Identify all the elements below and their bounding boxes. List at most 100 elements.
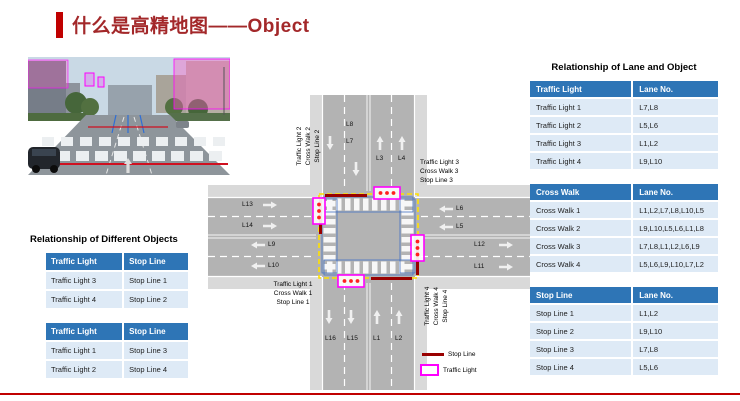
legend-stop-line: Stop Line — [422, 351, 475, 358]
building-highlight-overlay — [28, 59, 69, 89]
table-row: Traffic Light 3 Stop Line 1 — [46, 272, 188, 289]
annotation-group-4: Traffic Light 4 Cross Walk 4 Stop Line 4 — [424, 277, 450, 335]
lane-object-panel: Relationship of Lane and Object Traffic … — [528, 62, 720, 388]
table-row: Cross Walk 1 L1,L2,L7,L8,L10,L5 — [530, 202, 718, 218]
title-bar: 什么是高精地图——Object — [56, 11, 310, 38]
annotation-line: Stop Line 2 — [313, 129, 321, 163]
annotation-group-1: Traffic Light 1 Cross Walk 1 Stop Line 1 — [264, 281, 322, 307]
table-cell: Cross Walk 4 — [530, 256, 632, 272]
tree — [81, 98, 99, 116]
lane-label-l9: L9 — [268, 241, 276, 248]
table-header-cell: Traffic Light — [46, 253, 123, 270]
table-row: Traffic Light 4 Stop Line 2 — [46, 291, 188, 308]
table-header-row: Traffic Light Stop Line — [46, 323, 188, 340]
crosswalk-west — [323, 201, 336, 270]
table-cell: Traffic Light 1 — [530, 99, 632, 115]
lane-label-l15: L15 — [347, 335, 358, 342]
table-header-cell: Lane No. — [633, 287, 718, 303]
table-cell: L1,L2,L7,L8,L10,L5 — [633, 202, 718, 218]
table-cell: Stop Line 3 — [530, 341, 632, 357]
sidewalks — [208, 95, 530, 390]
intersection-diagram: L13 L14 L9 L10 L6 L5 L12 L11 L8 L7 L3 L4… — [208, 95, 530, 390]
traffic-light-stop-line-table-2: Traffic Light Stop Line Traffic Light 1 … — [44, 321, 190, 380]
table-row: Stop Line 2 L9,L10 — [530, 323, 718, 339]
lane-label-l1: L1 — [373, 335, 381, 342]
annotation-group-3: Traffic Light 3 Cross Walk 3 Stop Line 3 — [420, 159, 459, 185]
lane-label-l4: L4 — [398, 155, 406, 162]
lane-label-l11: L11 — [474, 263, 485, 270]
crosswalk-north — [327, 198, 405, 211]
annotation-line: Stop Line 1 — [276, 298, 310, 306]
annotation-line: Cross Walk 3 — [420, 167, 459, 175]
table-row: Cross Walk 3 L7,L8,L1,L2,L6,L9 — [530, 238, 718, 254]
table-cell: Stop Line 1 — [530, 305, 632, 321]
crosswalk-south — [327, 261, 405, 274]
table-header-cell: Stop Line — [124, 253, 188, 270]
crosswalk-east — [401, 201, 414, 270]
lane-label-l14: L14 — [242, 222, 253, 229]
table-cell: L1,L2 — [633, 135, 718, 151]
table-header-cell: Traffic Light — [46, 323, 123, 340]
cross-walk-lane-table: Cross Walk Lane No. Cross Walk 1 L1,L2,L… — [528, 182, 720, 274]
table-row: Traffic Light 3 L1,L2 — [530, 135, 718, 151]
table-cell: Traffic Light 4 — [530, 153, 632, 169]
table-row: Cross Walk 4 L5,L6,L9,L10,L7,L2 — [530, 256, 718, 272]
traffic-light-stop-line-table-1: Traffic Light Stop Line Traffic Light 3 … — [44, 251, 190, 310]
center-lines — [208, 95, 530, 390]
left-panel-title: Relationship of Different Objects — [30, 234, 178, 245]
table-cell: L9,L10 — [633, 323, 718, 339]
left-verge — [28, 113, 86, 121]
traffic-light-swatch — [420, 364, 439, 376]
street-photo — [28, 57, 230, 175]
table-cell: Traffic Light 3 — [46, 272, 123, 289]
traffic-light-3 — [373, 186, 401, 200]
distant-building — [108, 85, 152, 117]
traffic-light-4 — [410, 234, 425, 262]
table-cell: Cross Walk 3 — [530, 238, 632, 254]
table-header-cell: Lane No. — [633, 81, 718, 97]
table-cell: Stop Line 2 — [124, 291, 188, 308]
table-cell: L1,L2 — [633, 305, 718, 321]
legend-traffic-light: Traffic Light — [420, 364, 477, 376]
annotation-line: Traffic Light 4 — [423, 286, 431, 326]
table-cell: Traffic Light 1 — [46, 342, 123, 359]
annotation-line: Stop Line 4 — [441, 289, 449, 323]
car — [28, 147, 60, 173]
lane-label-l5: L5 — [456, 223, 464, 230]
different-objects-panel: Relationship of Different Objects Traffi… — [30, 234, 192, 391]
lane-label-l16: L16 — [325, 335, 336, 342]
lane-label-l10: L10 — [268, 262, 279, 269]
traffic-light-lane-table: Traffic Light Lane No. Traffic Light 1 L… — [528, 79, 720, 171]
table-cell: Stop Line 2 — [530, 323, 632, 339]
table-row: Stop Line 4 L5,L6 — [530, 359, 718, 375]
table-cell: L5,L6 — [633, 359, 718, 375]
stop-line-swatch — [422, 353, 444, 356]
table-row: Cross Walk 2 L9,L10,L5,L6,L1,L8 — [530, 220, 718, 236]
annotation-line: Stop Line 3 — [420, 176, 453, 184]
road-edges — [208, 95, 530, 390]
table-row: Traffic Light 4 L9,L10 — [530, 153, 718, 169]
road-arrow — [124, 158, 132, 173]
lane-label-l12: L12 — [474, 241, 485, 248]
table-cell: Stop Line 4 — [530, 359, 632, 375]
table-header-cell: Lane No. — [633, 184, 718, 200]
table-cell: Cross Walk 2 — [530, 220, 632, 236]
table-cell: L9,L10 — [633, 153, 718, 169]
lane-dashes — [208, 95, 530, 390]
right-panel-title: Relationship of Lane and Object — [551, 62, 697, 73]
table-row: Stop Line 1 L1,L2 — [530, 305, 718, 321]
title-accent-bar — [56, 11, 63, 38]
legend-label: Traffic Light — [443, 366, 477, 374]
traffic-light-highlight-box — [97, 76, 105, 88]
table-cell: Cross Walk 1 — [530, 202, 632, 218]
lane-highlight-line — [111, 114, 117, 134]
annotation-line: Traffic Light 1 — [273, 281, 313, 288]
table-cell: Traffic Light 2 — [46, 361, 123, 378]
table-cell: L9,L10,L5,L6,L1,L8 — [633, 220, 718, 236]
table-header-row: Traffic Light Stop Line — [46, 253, 188, 270]
annotation-line: Traffic Light 3 — [420, 159, 460, 166]
lane-label-l8: L8 — [346, 121, 354, 128]
right-verge — [170, 113, 230, 121]
table-row: Traffic Light 1 Stop Line 3 — [46, 342, 188, 359]
lane-label-l3: L3 — [376, 155, 384, 162]
